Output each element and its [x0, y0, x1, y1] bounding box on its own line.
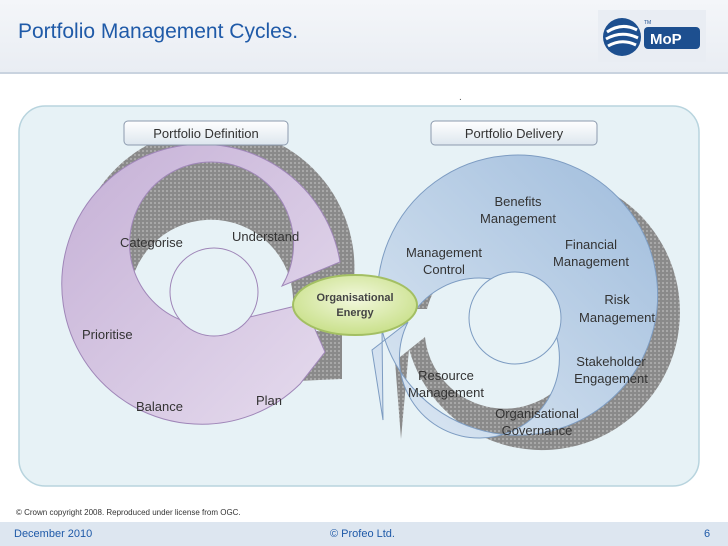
footer-owner: © Profeo Ltd. [330, 528, 395, 540]
financial-management-line1: Financial [565, 237, 617, 252]
definition-cycle-hole [169, 247, 259, 337]
stakeholder-engagement-line2: Engagement [574, 371, 648, 386]
mop-logo: MoP TM [598, 10, 706, 62]
page-number: 6 [704, 528, 711, 540]
organisational-energy-line1: Organisational [316, 292, 393, 304]
footer-date: December 2010 [14, 528, 93, 540]
slide-title: Portfolio Management Cycles. [18, 20, 299, 43]
portfolio-definition-label: Portfolio Definition [153, 126, 259, 141]
stage-understand: Understand [232, 229, 299, 244]
delivery-cycle-hole [468, 271, 562, 365]
portfolio-delivery-box [430, 120, 598, 146]
stage-prioritise: Prioritise [82, 327, 133, 342]
stage-plan: Plan [256, 393, 282, 408]
organisational-energy-line2: Energy [336, 307, 374, 319]
svg-text:MoP: MoP [650, 31, 682, 48]
benefits-management-line2: Management [480, 211, 556, 226]
risk-management-line1: Risk [604, 292, 630, 307]
slide-footer [0, 522, 728, 546]
copyright-notice: © Crown copyright 2008. Reproduced under… [16, 508, 241, 517]
management-control-line2: Control [423, 262, 465, 277]
header-divider [0, 72, 728, 74]
risk-management-line2: Management [579, 310, 655, 325]
management-control-line1: Management [406, 245, 482, 260]
benefits-management-line1: Benefits [495, 194, 542, 209]
stage-balance: Balance [136, 399, 183, 414]
stage-categorise: Categorise [120, 235, 183, 250]
organisational-governance-line1: Organisational [495, 406, 579, 421]
financial-management-line2: Management [553, 254, 629, 269]
svg-text:TM: TM [644, 20, 651, 26]
definition-cycle [61, 143, 341, 425]
stray-dot: . [459, 92, 462, 103]
delivery-cycle [371, 154, 659, 439]
resource-management-line2: Management [408, 385, 484, 400]
organisational-energy-node [292, 274, 418, 336]
organisational-governance-line2: Governance [502, 423, 573, 438]
stakeholder-engagement-line1: Stakeholder [576, 354, 646, 369]
portfolio-definition-box [123, 120, 289, 146]
portfolio-delivery-label: Portfolio Delivery [465, 126, 564, 141]
resource-management-line1: Resource [418, 368, 474, 383]
